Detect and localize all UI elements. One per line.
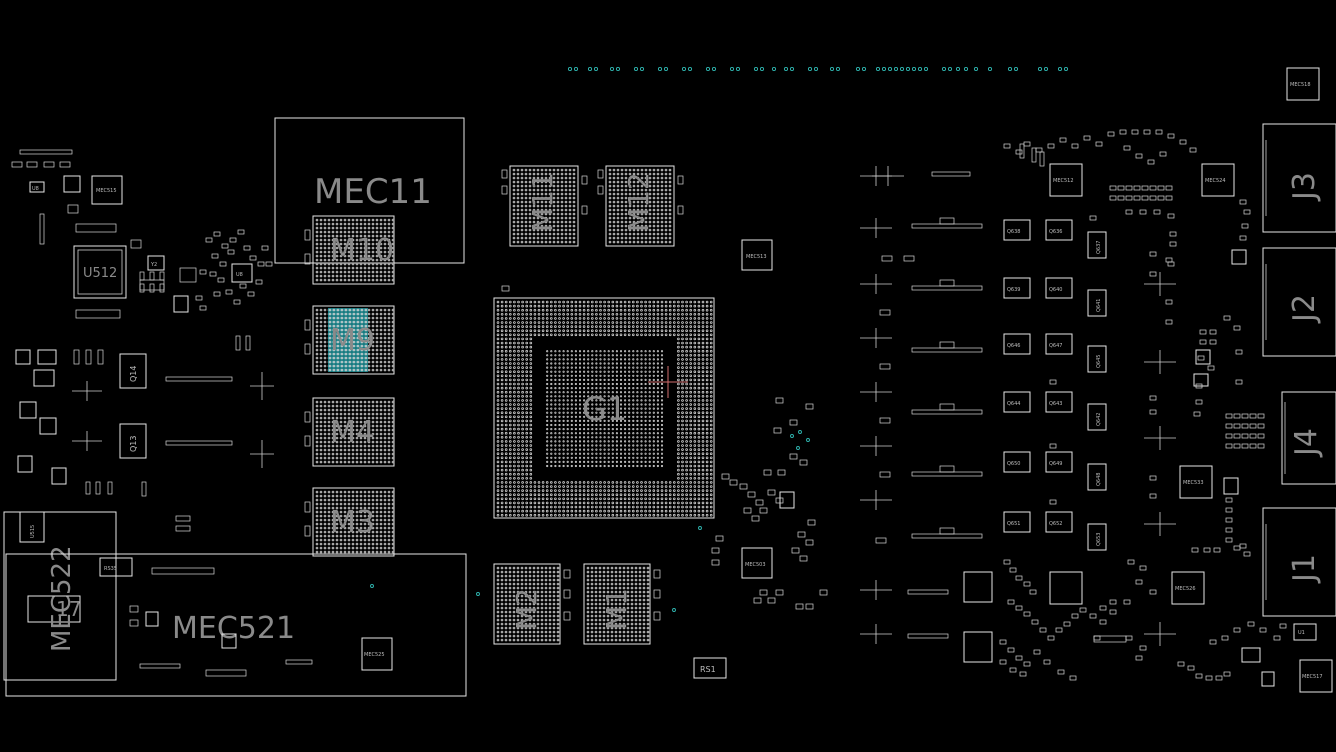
passive-cluster-left xyxy=(139,229,273,311)
svg-text:MEC525: MEC525 xyxy=(364,652,385,658)
q642-mosfet[interactable]: Q642 xyxy=(1087,403,1107,431)
m1-memory[interactable]: M1 xyxy=(583,563,661,645)
j1-connector[interactable]: J1 xyxy=(1262,507,1336,617)
svg-text:MEC513: MEC513 xyxy=(746,254,767,260)
u512-chip[interactable]: U512 xyxy=(73,245,127,299)
m12-memory-label: M12 xyxy=(622,172,655,232)
q643-mosfet[interactable]: Q643 xyxy=(1045,391,1073,413)
svg-text:Q13: Q13 xyxy=(129,436,138,452)
g1-gpu[interactable]: G1 xyxy=(493,297,715,519)
m3-memory-label: M3 xyxy=(330,505,375,540)
m12-memory[interactable]: M12 xyxy=(597,165,684,247)
rs1-resistor[interactable]: RS1 xyxy=(693,657,727,679)
m2-memory-label: M2 xyxy=(510,588,543,630)
mec525-part[interactable]: MEC525 xyxy=(361,637,393,671)
svg-text:MEC522: MEC522 xyxy=(47,545,77,652)
mec521-shield[interactable]: MEC521 xyxy=(5,553,467,697)
q638-mosfet[interactable]: Q638 xyxy=(1003,219,1031,241)
mec518-part[interactable]: MEC518 xyxy=(1286,67,1320,101)
m10-memory[interactable]: M10 xyxy=(304,215,395,285)
svg-text:U8: U8 xyxy=(32,186,39,192)
m9-memory-label: M9 xyxy=(330,323,375,358)
mec517-part[interactable]: MEC517 xyxy=(1299,659,1333,693)
svg-text:MEC521: MEC521 xyxy=(172,611,295,646)
q646-mosfet[interactable]: Q646 xyxy=(1003,333,1031,355)
q653-mosfet[interactable]: Q653 xyxy=(1087,523,1107,551)
m2-memory[interactable]: M2 xyxy=(493,563,571,645)
j2-connector[interactable]: J2 xyxy=(1262,247,1336,357)
q649-mosfet[interactable]: Q649 xyxy=(1045,451,1073,473)
m1-memory-label: M1 xyxy=(600,588,633,630)
m11-memory-label: M11 xyxy=(526,172,559,232)
mec515-part[interactable] xyxy=(91,175,123,205)
passive-cluster-middle xyxy=(370,285,828,612)
m4-memory[interactable]: M4 xyxy=(304,397,395,467)
q647-mosfet[interactable]: Q647 xyxy=(1045,333,1073,355)
mec11-shield[interactable]: MEC11 xyxy=(274,117,465,264)
mec11-label: MEC11 xyxy=(314,172,432,212)
m10-memory-label: M10 xyxy=(330,233,394,268)
mec515-label: MEC515 xyxy=(96,188,117,194)
u8-chip[interactable]: U8 xyxy=(231,263,253,283)
q641-mosfet[interactable]: Q641 xyxy=(1087,289,1107,317)
svg-text:U515: U515 xyxy=(30,525,36,538)
q13-transistor[interactable]: Q13 xyxy=(119,423,147,459)
svg-text:Q14: Q14 xyxy=(129,366,138,382)
m3-memory[interactable]: M3 xyxy=(304,487,395,557)
q652-mosfet[interactable]: Q652 xyxy=(1045,511,1073,533)
u1-chip[interactable]: U1 xyxy=(1293,623,1317,641)
vrm-power-area xyxy=(860,166,1176,646)
q14-transistor[interactable]: Q14 xyxy=(119,353,147,389)
q648-mosfet[interactable]: Q648 xyxy=(1087,463,1107,491)
passive-cluster-right xyxy=(999,129,1287,687)
svg-text:Y2: Y2 xyxy=(150,262,157,268)
j4-connector[interactable]: J4 xyxy=(1281,391,1336,485)
q637-mosfet[interactable]: Q637 xyxy=(1087,231,1107,259)
q645-mosfet[interactable]: Q645 xyxy=(1087,345,1107,373)
q640-mosfet[interactable]: Q640 xyxy=(1045,277,1073,299)
j3-connector[interactable]: J3 xyxy=(1262,123,1336,233)
mec512-part[interactable]: MEC512 xyxy=(1049,163,1083,197)
q636-mosfet[interactable]: Q636 xyxy=(1045,219,1073,241)
svg-text:RS35: RS35 xyxy=(104,566,117,572)
mec522-shield[interactable]: MEC522 xyxy=(47,545,77,652)
mec524-part[interactable]: MEC524 xyxy=(1201,163,1235,197)
mec513-part[interactable]: MEC513 xyxy=(741,239,773,271)
q650-mosfet[interactable]: Q650 xyxy=(1003,451,1031,473)
u515-chip[interactable]: U515 xyxy=(19,511,45,543)
mec503-part[interactable]: MEC503 xyxy=(741,547,773,579)
q639-mosfet[interactable]: Q639 xyxy=(1003,277,1031,299)
g1-label: G1 xyxy=(582,390,627,428)
top-test-pad-row xyxy=(567,66,1069,72)
svg-text:17: 17 xyxy=(56,597,81,621)
crosshair-cursor xyxy=(648,366,688,398)
u512-label: U512 xyxy=(83,266,117,281)
svg-text:U8: U8 xyxy=(236,272,243,278)
y2-crystal[interactable]: Y2 xyxy=(147,255,165,271)
m4-memory-label: M4 xyxy=(330,415,375,450)
mec533-part[interactable]: MEC533 xyxy=(1179,465,1213,499)
rs35-resistor[interactable]: RS35 xyxy=(99,557,133,577)
m11-memory[interactable]: M11 xyxy=(501,165,588,247)
mec526-part[interactable]: MEC526 xyxy=(1171,571,1205,605)
left-region: MEC515 U8 U512 Y2 U8 xyxy=(3,149,467,697)
q651-mosfet[interactable]: Q651 xyxy=(1003,511,1031,533)
m9-memory[interactable]: M9 xyxy=(304,305,395,375)
q644-mosfet[interactable]: Q644 xyxy=(1003,391,1031,413)
